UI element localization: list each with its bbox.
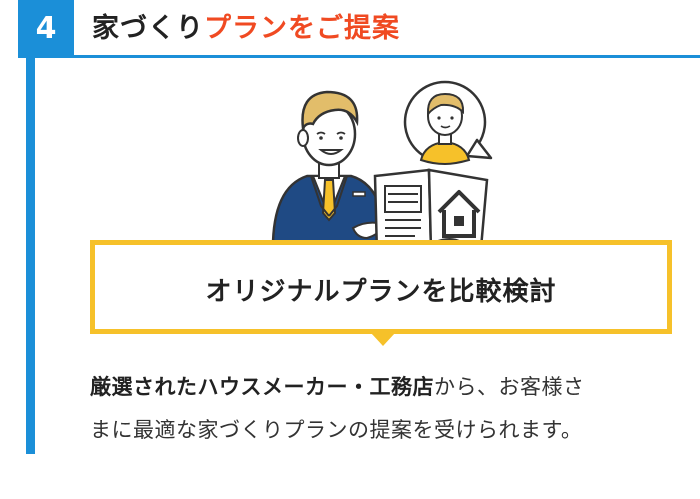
description-line-1: 厳選されたハウスメーカー・工務店から、お客様さ (90, 366, 690, 409)
section-title: 家づくりプランをご提案 (92, 6, 400, 45)
consultant-icon (271, 90, 389, 256)
section-title-accent: プランをご提案 (204, 13, 400, 44)
callout-pointer (371, 333, 395, 346)
title-underline (74, 55, 700, 58)
description-line-1-rest: から、お客様さ (434, 375, 585, 399)
callout-text: オリジナルプランを比較検討 (205, 277, 557, 307)
section-title-main: 家づくり (92, 13, 204, 44)
step-number-badge: 4 (18, 0, 74, 58)
house-plan-booklet-icon (373, 168, 489, 256)
step-number: 4 (35, 11, 57, 46)
description-highlight: 厳選されたハウスメーカー・工務店 (90, 375, 434, 399)
description: 厳選されたハウスメーカー・工務店から、お客様さ まに最適な家づくりプランの提案を… (90, 366, 690, 452)
step-vertical-bar (26, 0, 35, 454)
customer-avatar-icon (403, 80, 493, 166)
consultant-showing-house-plan-icon (271, 80, 493, 256)
description-line-2: まに最適な家づくりプランの提案を受けられます。 (90, 418, 583, 442)
callout-box: オリジナルプランを比較検討 (90, 240, 672, 334)
